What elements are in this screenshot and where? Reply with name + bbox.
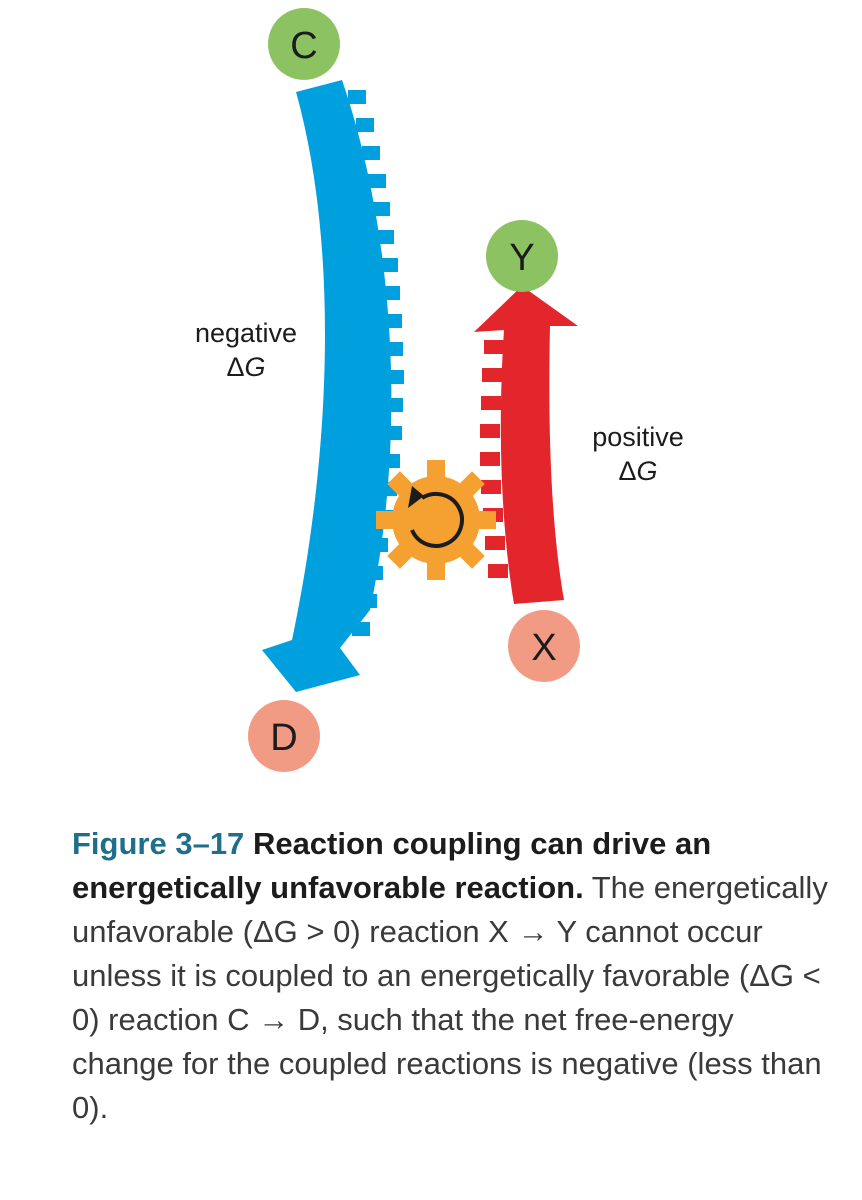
rotation-arrow-icon [408,486,464,548]
svg-text:ΔG: ΔG [226,352,265,382]
node-y: Y [486,220,558,292]
node-x: X [508,610,580,682]
svg-text:positive: positive [592,422,684,452]
svg-text:ΔG: ΔG [618,456,657,486]
red-arrow-x-to-y [474,286,578,604]
blue-arrow-c-to-d [262,80,404,692]
figure-number: Figure 3–17 [72,826,245,861]
svg-text:X: X [531,627,556,669]
node-c: C [268,8,340,80]
figure-body: The energetically unfavorable (ΔG > 0) r… [72,870,828,1125]
gear-icon [376,460,496,580]
blue-arrow-teeth [348,90,404,636]
figure-title: Reaction coupling can drive an energetic… [72,826,712,905]
figure-caption: Figure 3–17 Reaction coupling can drive … [72,822,832,1130]
svg-text:D: D [270,717,297,759]
svg-text:Y: Y [509,237,534,279]
svg-text:negative: negative [195,318,297,348]
svg-text:C: C [290,25,317,67]
node-d: D [248,700,320,772]
positive-delta-g-label: positive ΔG [592,422,684,486]
blue-arrow-body [262,80,392,692]
reaction-coupling-diagram: C D Y X negative ΔG positive ΔG [195,8,684,772]
negative-delta-g-label: negative ΔG [195,318,297,382]
red-arrow-body [474,286,578,604]
